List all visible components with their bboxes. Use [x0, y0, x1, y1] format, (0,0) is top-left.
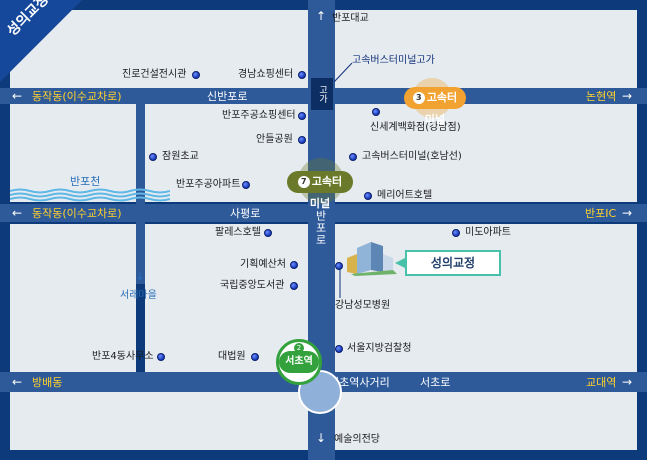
banpo-bridge-label: 반포대교	[332, 13, 369, 24]
nonhyeon-label: 논현역	[586, 90, 617, 103]
seorae-maeul-label: 서래마을	[120, 290, 157, 301]
andeul-park-label: 안들공원	[256, 134, 293, 145]
terminal-line3-label: 고속터미널	[424, 91, 458, 126]
callout-pointer	[395, 258, 405, 268]
location-dot-icon	[349, 153, 357, 161]
block-mid-west-a	[10, 104, 136, 202]
gyodae-label: 교대역	[586, 376, 617, 389]
arrow-down-icon: ↓	[135, 269, 146, 283]
gyeongnam-shopping-label: 경남쇼핑센터	[238, 69, 294, 80]
terminal-line7-label: 고속터미널	[309, 175, 343, 210]
arrow-right-icon: →	[622, 89, 633, 103]
seocho-crossroad-label: 서초역사거리	[329, 376, 390, 389]
jinro-exhibition-label: 진로건설전시관	[122, 69, 187, 80]
seocho-road-label: 서초로	[420, 376, 451, 389]
banpo-road-label: 반포로	[314, 210, 327, 246]
block-bottom-west	[10, 392, 308, 450]
bus-terminal-honam-label: 고속버스터미널(호남선)	[362, 151, 462, 162]
location-dot-icon	[335, 345, 343, 353]
block-ne	[335, 10, 637, 88]
arrow-right-icon: →	[622, 375, 633, 389]
bus-terminal-overpass-label: 고속버스터미널고가	[352, 55, 435, 66]
sapyeong-road-label: 사평로	[230, 207, 261, 220]
jamwon-school-label: 잠원초교	[162, 151, 199, 162]
location-dot-icon	[290, 282, 298, 290]
location-dot-icon	[298, 136, 306, 144]
dongjakdong-mid-label: 동작동(이수교차로)	[32, 207, 122, 220]
seocho-line2-badge: 서초역	[279, 351, 319, 373]
arrow-left-icon: ←	[12, 375, 23, 389]
national-library-label: 국립중앙도서관	[220, 280, 285, 291]
location-dot-icon	[157, 353, 165, 361]
overpass-pointer	[333, 62, 353, 83]
supreme-court-label: 대법원	[218, 351, 246, 362]
hospital-pointer	[339, 268, 341, 298]
location-dot-icon	[242, 181, 250, 189]
location-dot-icon	[264, 229, 272, 237]
arrow-left-icon: ←	[12, 206, 23, 220]
banpocheon-label: 반포천	[70, 175, 101, 188]
location-dot-icon	[290, 261, 298, 269]
gangnam-hospital-label: 강남성모병원	[335, 300, 391, 311]
location-dot-icon	[149, 153, 157, 161]
sinbanpo-road-label: 신반포로	[207, 90, 248, 103]
location-dot-icon	[372, 108, 380, 116]
location-dot-icon	[335, 262, 343, 270]
arrow-left-icon: ←	[12, 89, 23, 103]
campus-callout: 성의교정	[405, 250, 501, 276]
block-south-west-a	[10, 224, 136, 372]
palace-hotel-label: 팔레스호텔	[215, 227, 261, 238]
block-mid-west-b	[145, 104, 308, 202]
line7-number-icon: 7	[297, 176, 310, 188]
banpocheon-river	[10, 188, 170, 202]
location-dot-icon	[192, 71, 200, 79]
seocho-line2-label: 서초역	[285, 356, 313, 367]
block-bottom-east	[335, 392, 637, 450]
location-dot-icon	[298, 71, 306, 79]
location-dot-icon	[364, 192, 372, 200]
campus-building-icon	[347, 240, 397, 276]
mido-apt-label: 미도아파트	[465, 227, 511, 238]
shinsegae-label: 신세계백화점(강남점)	[370, 122, 461, 133]
art-center-label: 예술의전당	[334, 434, 380, 445]
block-south-east	[335, 224, 637, 372]
seoul-prosecution-label: 서울지방검찰청	[347, 343, 412, 354]
line3-number-icon: 3	[412, 92, 425, 104]
arrow-right-icon: →	[622, 206, 633, 220]
location-dot-icon	[298, 112, 306, 120]
line2-number-icon: 2	[294, 343, 304, 353]
banpo4-office-label: 반포4동사무소	[92, 351, 154, 362]
marriott-label: 메리어트호텔	[377, 190, 433, 201]
arrow-up-icon: ↑	[316, 9, 327, 23]
banpo-jugong-shopping-label: 반포주공쇼핑센터	[222, 110, 296, 121]
overpass-marker: 고가	[311, 78, 333, 110]
corner-banner	[0, 0, 82, 82]
banpo-jugong-apt-label: 반포주공아파트	[176, 179, 241, 190]
location-dot-icon	[251, 353, 259, 361]
banpo-ic-label: 반포IC	[585, 207, 617, 220]
bangbae-label: 방배동	[32, 376, 63, 389]
dongjakdong-top-label: 동작동(이수교차로)	[32, 90, 122, 103]
block-mid-east	[335, 104, 637, 202]
planning-budget-label: 기획예산처	[240, 259, 286, 270]
location-dot-icon	[452, 229, 460, 237]
arrow-down-icon: ↓	[316, 431, 327, 445]
